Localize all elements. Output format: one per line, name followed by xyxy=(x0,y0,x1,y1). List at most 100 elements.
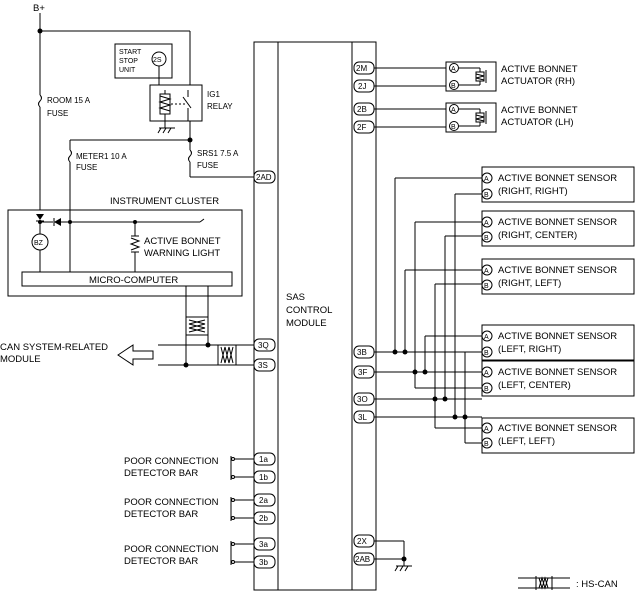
diode-icon-bplus xyxy=(36,214,44,222)
terminal-2j-label: 2J xyxy=(358,82,366,91)
sensor-rc-line2: (RIGHT, CENTER) xyxy=(498,230,577,241)
actuator-rh-pin-a: A xyxy=(451,66,456,73)
sensor-left-right: A B ACTIVE BONNET SENSOR (LEFT, RIGHT) xyxy=(481,324,635,361)
terminal-3l-label: 3L xyxy=(358,413,367,422)
sensor-lc-pin-a: A xyxy=(484,370,489,377)
terminal-3o-label: 3O xyxy=(357,395,368,404)
poor-connection-1-line2: DETECTOR BAR xyxy=(124,468,198,479)
sas-module-line3: MODULE xyxy=(286,318,327,329)
sensor-ll-line1: ACTIVE BONNET SENSOR xyxy=(498,423,617,434)
relay-coil-icon xyxy=(158,90,192,128)
terminal-3s-label: 3S xyxy=(258,361,268,370)
right-terminals: 2M 2J 2B 2F 3B 3F 3O 3L 2X 2AB xyxy=(353,61,375,566)
hs-can-legend-twist-icon xyxy=(535,576,553,590)
sensor-rc-pin-a: A xyxy=(484,220,489,227)
sensor-ll-pin-b: B xyxy=(484,441,489,448)
poor-connection-detector-2: POOR CONNECTION DETECTOR BAR xyxy=(124,497,254,521)
actuator-coil-icon xyxy=(459,108,487,127)
terminal-2ab-label: 2AB xyxy=(355,555,370,564)
sensor-rl-pin-b: B xyxy=(484,283,489,290)
terminal-1a-label: 1a xyxy=(259,455,268,464)
meter1-fuse-label: METER1 10 A xyxy=(76,152,127,161)
sensor-lc-line2: (LEFT, CENTER) xyxy=(498,380,571,391)
sensor-rc-pin-b: B xyxy=(484,235,489,242)
terminal-3f-label: 3F xyxy=(358,368,367,377)
terminal-3b-label: 3b xyxy=(259,558,268,567)
sensor-right-center: A B ACTIVE BONNET SENSOR (RIGHT, CENTER) xyxy=(481,210,635,247)
terminal-2b-label: 2b xyxy=(259,514,268,523)
sas-control-module-box xyxy=(253,41,377,591)
meter1-fuse-symbol xyxy=(68,149,72,163)
sensor-lc-pin-b: B xyxy=(484,386,489,393)
ig1-relay-line1: IG1 xyxy=(207,90,220,99)
can-module-line2: MODULE xyxy=(0,354,41,365)
instrument-cluster-box xyxy=(7,209,243,297)
terminal-2s-label: 2S xyxy=(153,57,162,64)
terminal-2a-label: 2a xyxy=(259,496,268,505)
sensor-lr-line1: ACTIVE BONNET SENSOR xyxy=(498,331,617,342)
terminal-2f-label: 2F xyxy=(357,123,366,132)
ig1-relay-box xyxy=(149,84,203,122)
sensor-lr-pin-a: A xyxy=(484,334,489,341)
sas-module-line1: SAS xyxy=(286,292,305,303)
can-module-line1: CAN SYSTEM-RELATED xyxy=(0,342,108,353)
room-fuse-symbol xyxy=(38,94,42,108)
poor-connection-3-line1: POOR CONNECTION xyxy=(124,544,219,555)
actuator-rh: A B ACTIVE BONNET ACTUATOR (RH) xyxy=(374,61,578,92)
supply-label: B+ xyxy=(33,3,45,14)
terminal-3a-label: 3a xyxy=(259,540,268,549)
sensor-lr-line2: (LEFT, RIGHT) xyxy=(498,344,561,355)
warning-light-icon xyxy=(129,235,141,253)
meter1-fuse-word: FUSE xyxy=(76,163,97,172)
sensor-rr-pin-a: A xyxy=(484,176,489,183)
poor-connection-2-line2: DETECTOR BAR xyxy=(124,509,198,520)
ground-icon-relay xyxy=(157,127,175,134)
sensor-right-right: A B ACTIVE BONNET SENSOR (RIGHT, RIGHT) xyxy=(481,166,635,203)
room-fuse-word: FUSE xyxy=(47,109,68,118)
sensor-rl-line1: ACTIVE BONNET SENSOR xyxy=(498,265,617,276)
sensor-lr-pin-b: B xyxy=(484,350,489,357)
actuator-lh-line1: ACTIVE BONNET xyxy=(501,105,578,116)
sensor-left-left: A B ACTIVE BONNET SENSOR (LEFT, LEFT) xyxy=(481,417,635,454)
sensor-ll-pin-a: A xyxy=(484,426,489,433)
warning-light-line2: WARNING LIGHT xyxy=(144,248,220,259)
srs1-fuse-word: FUSE xyxy=(197,161,218,170)
micro-computer-box xyxy=(21,271,233,287)
start-stop-line3: UNIT xyxy=(119,67,136,74)
start-stop-line1: START xyxy=(119,49,142,56)
ground-icon-module xyxy=(394,565,412,572)
poor-connection-2-line1: POOR CONNECTION xyxy=(124,497,219,508)
sensor-lc-line1: ACTIVE BONNET SENSOR xyxy=(498,367,617,378)
srs1-fuse-symbol xyxy=(188,149,192,163)
micro-computer-label: MICRO-COMPUTER xyxy=(89,275,178,286)
sensor-ll-line2: (LEFT, LEFT) xyxy=(498,436,555,447)
terminal-2m-label: 2M xyxy=(356,64,367,73)
terminal-2b-r-label: 2B xyxy=(357,105,367,114)
hs-can-legend-label: : HS-CAN xyxy=(576,579,618,590)
actuator-lh-pin-a: A xyxy=(451,107,456,114)
actuator-lh-line2: ACTUATOR (LH) xyxy=(501,117,573,128)
sensor-rl-pin-a: A xyxy=(484,268,489,275)
hs-can-twist-icon-horizontal xyxy=(217,345,237,365)
terminal-2ad-label: 2AD xyxy=(256,173,272,182)
sensor-wiring xyxy=(374,177,482,444)
sas-module-line2: CONTROL xyxy=(286,305,332,316)
sensor-left-center: A B ACTIVE BONNET SENSOR (LEFT, CENTER) xyxy=(481,360,635,397)
hs-can-legend: : HS-CAN xyxy=(518,576,618,590)
warning-light-line1: ACTIVE BONNET xyxy=(144,236,221,247)
left-terminals: 2AD 3Q 3S 1a 1b 2a 2b 3a 3b xyxy=(253,170,276,569)
sensor-rr-line1: ACTIVE BONNET SENSOR xyxy=(498,173,617,184)
actuator-lh: A B ACTIVE BONNET ACTUATOR (LH) xyxy=(374,102,578,133)
diode-icon-cluster xyxy=(53,218,61,226)
sensor-right-left: A B ACTIVE BONNET SENSOR (RIGHT, LEFT) xyxy=(481,258,635,295)
poor-connection-1-line1: POOR CONNECTION xyxy=(124,456,219,467)
terminal-3q-label: 3Q xyxy=(258,341,269,350)
actuator-rh-line2: ACTUATOR (RH) xyxy=(501,76,575,87)
sensor-rr-line2: (RIGHT, RIGHT) xyxy=(498,186,568,197)
sensor-rl-line2: (RIGHT, LEFT) xyxy=(498,278,561,289)
instrument-cluster-title: INSTRUMENT CLUSTER xyxy=(110,196,219,207)
terminal-1b-label: 1b xyxy=(259,473,268,482)
actuator-lh-pin-b: B xyxy=(451,124,456,131)
